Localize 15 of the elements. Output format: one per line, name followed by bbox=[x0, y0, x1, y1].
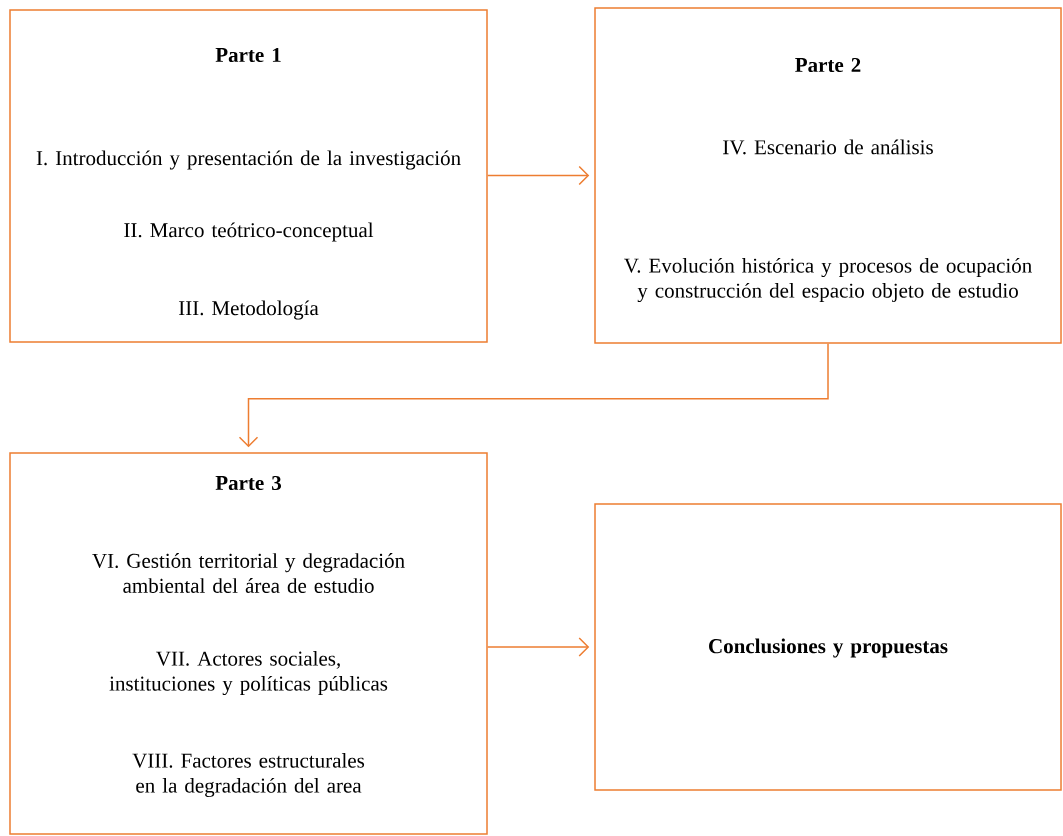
chapter-title: VI. Gestión territorial y degradación ambiental del área de estudio bbox=[92, 553, 405, 593]
chapter-title: II. Marco teótrico-conceptual bbox=[124, 222, 374, 242]
chapter-title: I. Introducción y presentación de la investigación bbox=[36, 150, 461, 170]
chapter-title: III. Metodología bbox=[179, 300, 319, 320]
heading: Parte 2 bbox=[795, 57, 861, 73]
heading: Conclusiones y propuestas bbox=[709, 638, 948, 658]
chapter-title: V. Evolución histórica y procesos de ocupación y construcción del espacio objeto de estudio bbox=[624, 257, 1032, 303]
arrow bbox=[487, 637, 590, 657]
chapter-title: VIII. Factores estructurales en la degradación del area bbox=[132, 752, 365, 798]
arrow bbox=[487, 165, 590, 186]
heading: Parte 3 bbox=[215, 475, 281, 491]
heading: Parte 1 bbox=[215, 47, 281, 63]
chapter-title: IV. Escenario de análisis bbox=[723, 139, 933, 155]
arrow bbox=[238, 343, 829, 448]
chapter-title: VII. Actores sociales, instituciones y políticas públicas bbox=[109, 650, 388, 696]
